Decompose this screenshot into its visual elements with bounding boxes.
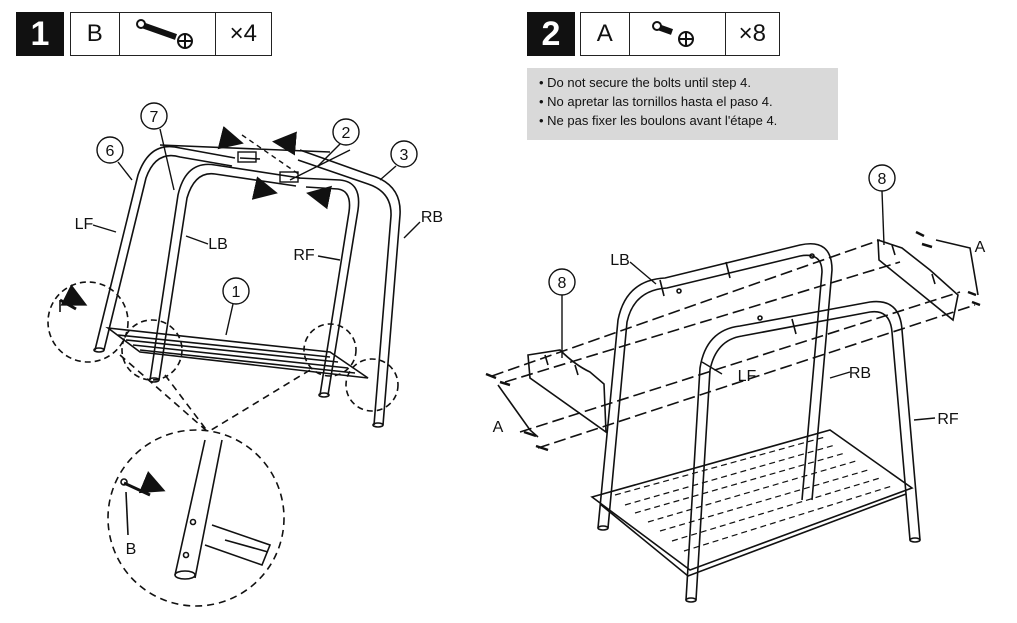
note-line-fr: • Ne pas fixer les boulons avant l'étape… <box>539 113 778 128</box>
callout-label: 1 <box>232 284 241 301</box>
tube-label-lf: LF <box>75 216 94 233</box>
step-1-frame <box>47 144 401 607</box>
callout-1 <box>222 277 250 305</box>
note-line-es: • No apretar las tornillos hasta el paso… <box>539 94 773 109</box>
callout-label: 8 <box>878 171 887 188</box>
tube-label-lb: LB <box>208 236 228 253</box>
step-1-number: 1 <box>16 12 64 56</box>
callout-label: 2 <box>342 125 351 142</box>
note-line-en: • Do not secure the bolts until step 4. <box>539 75 751 90</box>
callout-7 <box>140 102 168 130</box>
bolt-label-right: A <box>975 239 986 256</box>
tube-label-rb: RB <box>421 209 443 226</box>
callout-label: 8 <box>558 275 567 292</box>
step-2-number: 2 <box>527 12 575 56</box>
tube-label-rf: RF <box>293 247 315 264</box>
short-bolt-icon <box>630 13 726 55</box>
part-quantity: ×8 <box>738 20 766 47</box>
callout-6 <box>96 136 124 164</box>
direction-arrows <box>60 125 333 494</box>
callout-label: 3 <box>400 147 409 164</box>
step-1-parts-box: B ×4 <box>70 12 272 56</box>
bolt-label-left: A <box>493 419 504 436</box>
callout-label: 6 <box>106 143 115 160</box>
step-2-frame <box>485 230 981 603</box>
tube-label-rf: RF <box>937 411 959 428</box>
bolt-label: B <box>126 541 137 558</box>
step-2-parts-box: A ×8 <box>580 12 780 56</box>
callout-2 <box>332 118 360 146</box>
part-quantity: ×4 <box>229 20 257 47</box>
tube-label-lb: LB <box>610 252 630 269</box>
tube-label-rb: RB <box>849 365 871 382</box>
callout-3 <box>390 140 418 168</box>
part-letter: B <box>71 13 120 55</box>
part-letter: A <box>581 13 630 55</box>
tube-label-lf: LF <box>738 368 757 385</box>
assembly-note: • Do not secure the bolts until step 4. … <box>527 68 838 140</box>
callout-label: 7 <box>150 109 159 126</box>
bolt-icon <box>120 13 216 55</box>
